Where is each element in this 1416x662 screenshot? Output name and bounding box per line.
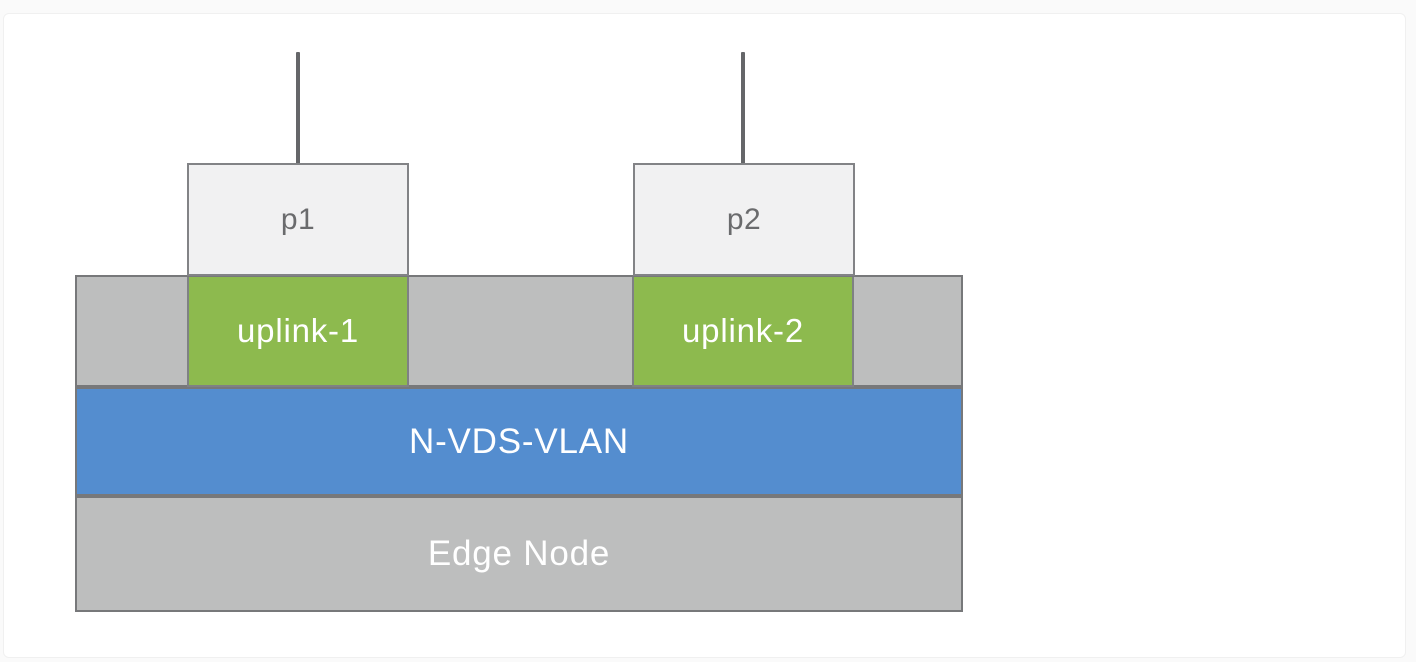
uplink-2-label: uplink-2	[682, 312, 804, 349]
port-p1-box: p1	[187, 163, 409, 276]
port-p2-label: p2	[726, 202, 762, 236]
wire-to-port-p1	[296, 52, 300, 166]
edge-node-label: Edge Node	[427, 534, 611, 573]
uplink-1-label: uplink-1	[237, 312, 359, 349]
port-p2-box: p2	[633, 163, 855, 276]
port-p1-label: p1	[280, 202, 316, 236]
nvds-vlan-band: N-VDS-VLAN	[75, 387, 963, 496]
edge-node-band: Edge Node	[75, 496, 963, 612]
wire-to-port-p2	[741, 52, 745, 166]
uplink-1-box: uplink-1	[187, 277, 409, 387]
uplink-2-box: uplink-2	[632, 277, 854, 387]
nvds-vlan-label: N-VDS-VLAN	[409, 421, 629, 461]
